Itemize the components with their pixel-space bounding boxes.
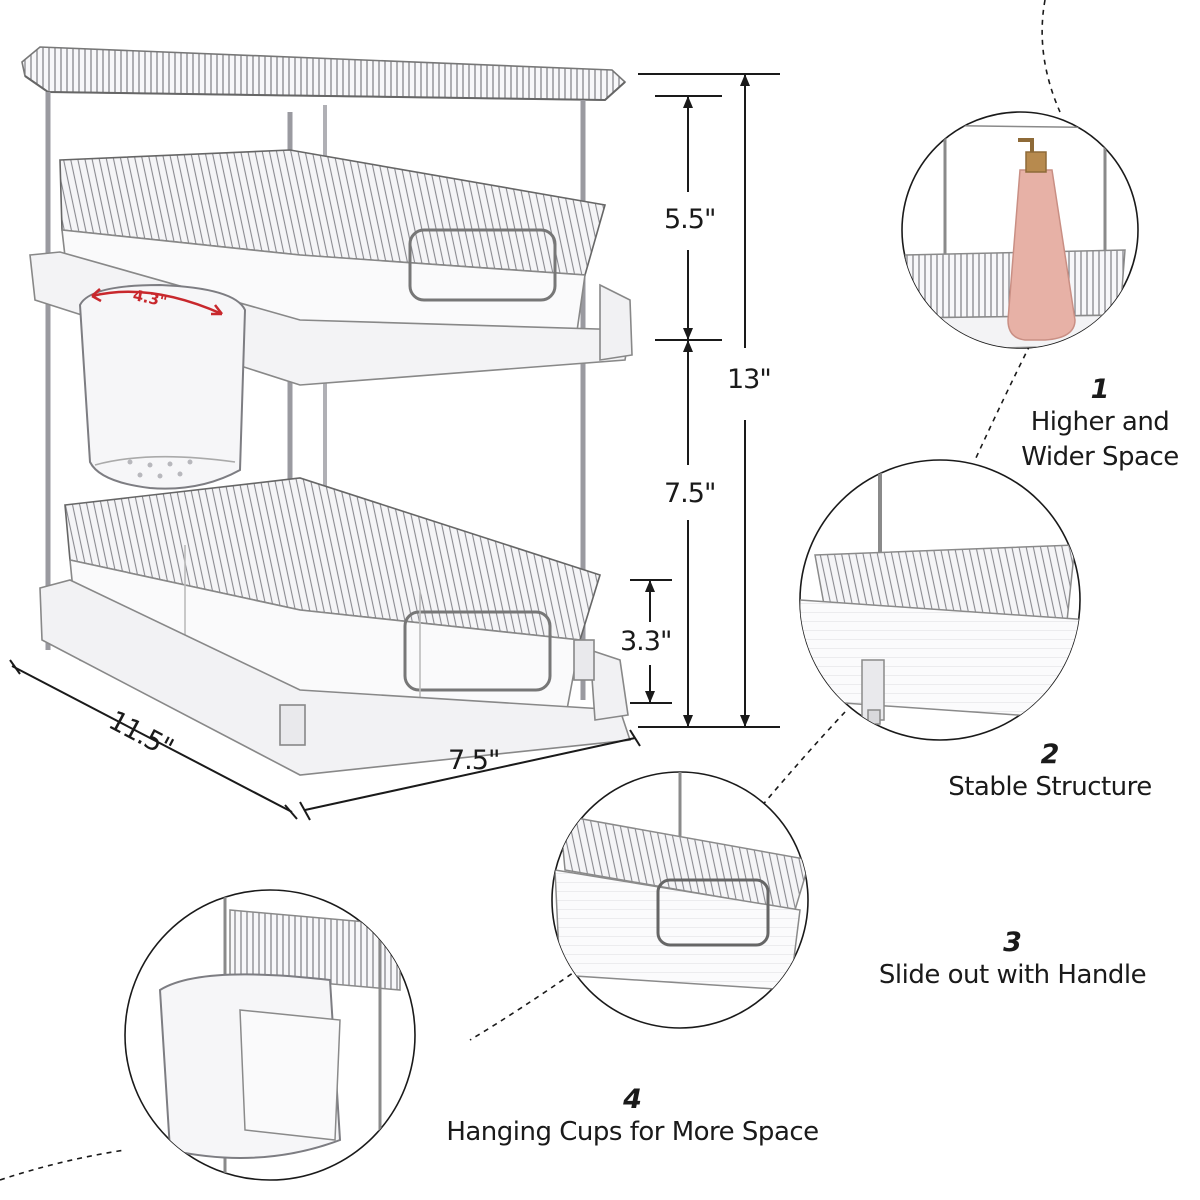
detail-circle-1 xyxy=(901,111,1139,349)
detail-circle-3 xyxy=(551,771,809,1029)
feature-2-number: 2 xyxy=(1040,739,1060,770)
dimension-total-height: 13" xyxy=(727,364,772,395)
feature-1-line2: Wider Space xyxy=(1021,441,1179,472)
dimension-width: 7.5" xyxy=(448,745,500,776)
feature-2: 2 Stable Structure xyxy=(925,740,1175,805)
dimension-lines xyxy=(9,73,780,821)
dashed-connectors xyxy=(0,0,1061,1181)
feature-4-number: 4 xyxy=(623,1084,642,1115)
hanging-cup xyxy=(78,283,247,490)
detail-circle-4 xyxy=(124,889,416,1181)
feature-1: 1 Higher and Wider Space xyxy=(995,375,1200,475)
feature-3-number: 3 xyxy=(1003,927,1022,958)
feature-2-line1: Stable Structure xyxy=(948,771,1152,802)
dimension-middle-tier: 7.5" xyxy=(664,478,716,509)
organizer-main xyxy=(21,46,633,776)
feature-3-line1: Slide out with Handle xyxy=(878,959,1147,990)
feature-1-line1: Higher and xyxy=(1030,406,1170,437)
feature-1-number: 1 xyxy=(1090,374,1110,405)
feature-4: 4 Hanging Cups for More Space xyxy=(400,1085,865,1150)
dimension-basket-height: 3.3" xyxy=(620,626,672,657)
soap-bottle xyxy=(1007,169,1076,341)
feature-4-line1: Hanging Cups for More Space xyxy=(446,1116,819,1147)
feature-3: 3 Slide out with Handle xyxy=(855,928,1170,993)
detail-circle-2 xyxy=(799,459,1081,741)
dimension-top-tier: 5.5" xyxy=(664,204,716,235)
